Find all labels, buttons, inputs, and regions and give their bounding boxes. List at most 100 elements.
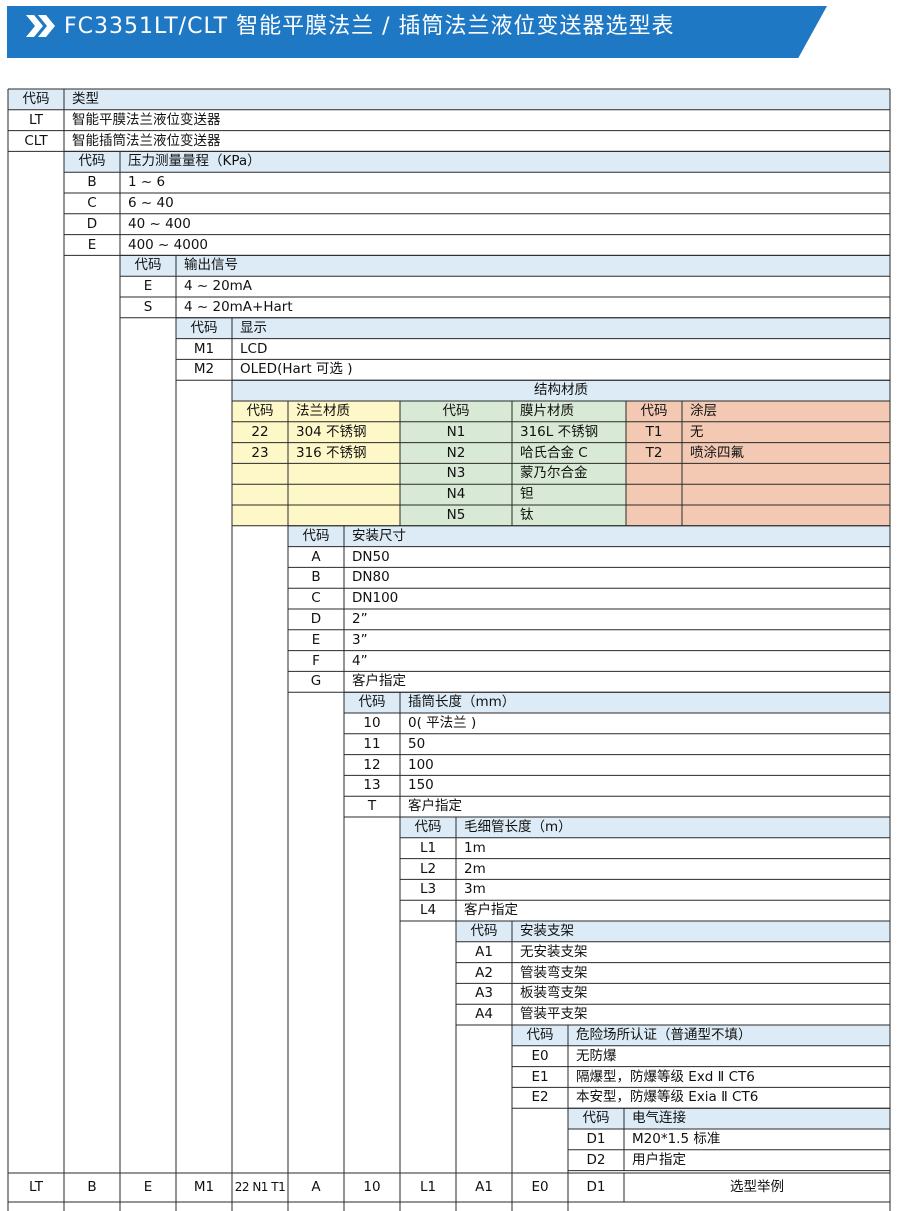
insert-option-code: 10 [363, 715, 381, 731]
output-code-header: 代码 [120, 255, 176, 277]
diaphragm-label: 哈氏合金 C [512, 442, 626, 464]
mount-option-code: C [311, 590, 321, 607]
diaphragm-code: N5 [400, 505, 512, 526]
mount-option-code: G [310, 673, 322, 690]
insert-option-code: 13 [363, 777, 381, 794]
diaphragm-code-header: 代码 [400, 401, 512, 422]
type-header: 类型 [64, 89, 890, 110]
title-banner [7, 6, 827, 58]
page-title: FC3351LT/CLT 智能平膜法兰 / 插筒法兰液位变送器选型表 [64, 14, 675, 39]
electrical-option-code: D2 [586, 1151, 606, 1168]
coating-label [682, 484, 890, 505]
type-label: 智能插筒法兰液位变送器 [72, 132, 221, 149]
range-header: 压力测量量程（KPa） [120, 151, 890, 173]
coating-code-header: 代码 [626, 401, 682, 422]
bracket-option-label: 无安装支架 [520, 943, 588, 960]
range-option-label: 40 ~ 400 [128, 215, 191, 232]
diaphragm-label: 钽 [512, 484, 626, 505]
example-code: B [87, 1179, 97, 1195]
display-option-label: OLED(Hart 可选 ) [240, 361, 353, 378]
flange-label: 304 不锈钢 [288, 421, 400, 443]
mount-code-header: 代码 [288, 525, 344, 547]
display-option-code: M2 [193, 361, 215, 378]
mount-header: 安装尺寸 [344, 525, 890, 547]
electrical-option-code: D1 [586, 1131, 606, 1147]
capillary-option-label: 客户指定 [464, 902, 518, 919]
diaphragm-label: 蒙乃尔合金 [512, 463, 626, 485]
type-code: CLT [24, 132, 48, 149]
mount-option-code: B [311, 569, 321, 586]
example-code: 10 [363, 1179, 381, 1195]
explosion-option-label: 隔爆型，防爆等级 Exd Ⅱ CT6 [576, 1068, 755, 1085]
flange-label: 316 不锈钢 [288, 442, 400, 464]
coating-label [682, 463, 890, 485]
bracket-option-label: 板装弯支架 [520, 985, 588, 1002]
type-label: 智能平膜法兰液位变送器 [72, 111, 221, 128]
mount-option-label: 客户指定 [352, 673, 406, 690]
diaphragm-code: N4 [400, 484, 512, 505]
mount-option-code: F [312, 652, 320, 669]
display-option-code: M1 [193, 340, 215, 357]
output-header: 输出信号 [176, 255, 890, 277]
example-code: L1 [419, 1179, 437, 1195]
range-option-label: 6 ~ 40 [128, 195, 174, 211]
range-option-label: 400 ~ 4000 [128, 236, 209, 253]
electrical-option-label: M20*1.5 标准 [632, 1131, 721, 1147]
coating-code [626, 505, 682, 526]
output-option-code: E [143, 278, 153, 295]
capillary-code-header: 代码 [400, 817, 456, 838]
flange-code-header: 代码 [232, 401, 288, 422]
explosion-option-code: E0 [531, 1047, 549, 1064]
material-header: 结构材质 [232, 380, 890, 401]
coating-header: 涂层 [682, 401, 890, 422]
explosion-option-label: 本安型，防爆等级 Exia Ⅱ CT6 [576, 1089, 759, 1106]
bracket-option-code: A2 [475, 964, 493, 981]
coating-code: T1 [626, 421, 682, 443]
insert-option-label: 50 [408, 735, 426, 752]
insert-option-label: 150 [408, 777, 434, 794]
range-option-label: 1 ~ 6 [128, 174, 166, 191]
insert-option-code: 12 [363, 756, 381, 773]
mount-option-code: D [310, 611, 322, 627]
coating-code [626, 463, 682, 485]
coating-label [682, 505, 890, 526]
flange-label [288, 505, 400, 526]
bracket-option-code: A1 [475, 943, 493, 960]
bracket-header: 安装支架 [512, 921, 890, 942]
electrical-code-header: 代码 [568, 1108, 624, 1129]
explosion-option-code: E1 [531, 1068, 549, 1085]
explosion-option-code: E2 [531, 1089, 549, 1106]
mount-option-code: A [311, 548, 321, 565]
capillary-option-label: 3m [464, 881, 486, 898]
example-code: 22 N1 T1 [234, 1180, 286, 1194]
range-option-code: B [87, 174, 97, 191]
type-code-header: 代码 [8, 89, 64, 110]
diaphragm-code: N2 [400, 442, 512, 464]
diaphragm-header: 膜片材质 [512, 401, 626, 422]
range-option-code: E [87, 236, 97, 253]
capillary-option-label: 2m [464, 860, 486, 877]
example-code: D1 [586, 1179, 606, 1195]
range-option-code: D [86, 215, 98, 232]
electrical-header: 电气连接 [624, 1108, 890, 1129]
capillary-option-code: L4 [419, 902, 437, 919]
bracket-option-code: A3 [475, 985, 493, 1002]
flange-code: 22 [232, 421, 288, 443]
explosion-code-header: 代码 [512, 1025, 568, 1046]
example-code: A1 [475, 1179, 493, 1195]
flange-label [288, 463, 400, 485]
example-code: A [311, 1179, 321, 1195]
coating-code: T2 [626, 442, 682, 464]
capillary-option-label: 1m [464, 839, 486, 856]
mount-option-label: DN100 [352, 590, 399, 607]
display-code-header: 代码 [176, 317, 232, 339]
insert-option-label: 客户指定 [408, 798, 462, 815]
explosion-header: 危险场所认证（普通型不填） [568, 1025, 890, 1046]
coating-label: 喷涂四氟 [682, 442, 890, 464]
bracket-code-header: 代码 [456, 921, 512, 942]
type-code: LT [29, 111, 43, 128]
mount-option-label: DN80 [352, 569, 390, 586]
mount-option-label: 3” [352, 631, 368, 648]
example-label: 选型举例 [730, 1179, 784, 1195]
